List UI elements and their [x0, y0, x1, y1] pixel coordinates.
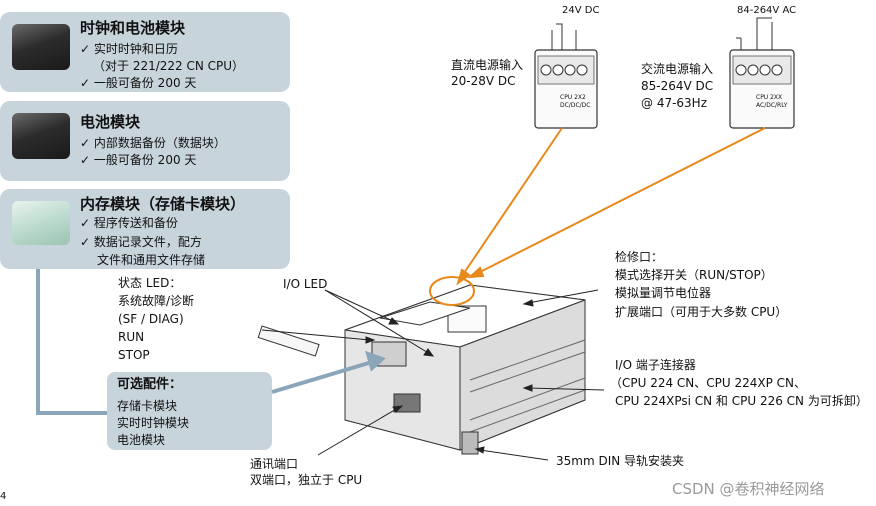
module-line: ✓ 一般可备份 200 天	[80, 153, 197, 167]
inspection-line: 模拟量调节电位器	[615, 286, 712, 300]
comm-port-line: 双端口，独立于 CPU	[250, 473, 363, 487]
status-led-line: RUN	[118, 330, 145, 344]
status-led-line: (SF / DIAG)	[118, 312, 184, 326]
ac-power-range: 85-264V DC	[641, 79, 714, 93]
module-line: 文件和通用文件存储	[97, 253, 206, 267]
status-led-title: 状态 LED：	[118, 276, 182, 290]
comm-port-title: 通讯端口	[250, 457, 299, 471]
ac-voltage-label: 84-264V AC	[737, 5, 797, 16]
io-connector-line: CPU 224XPsi CN 和 CPU 226 CN 为可拆卸）	[615, 394, 868, 408]
module-line: ✓ 程序传送和备份	[80, 216, 178, 230]
battery-module-image	[12, 113, 70, 159]
page-number: 4	[0, 491, 7, 502]
inspection-line: 扩展端口（可用于大多数 CPU）	[615, 305, 788, 319]
optional-line: 电池模块	[117, 433, 166, 447]
inspection-line: 模式选择开关（RUN/STOP）	[615, 268, 773, 282]
io-led-label: I/O LED	[283, 277, 328, 291]
ac-terminal-code: CPU 2XX AC/DC/RLY	[756, 94, 788, 109]
module-line: ✓ 一般可备份 200 天	[80, 76, 197, 90]
watermark: CSDN @卷积神经网络	[672, 480, 825, 498]
module-line: （对于 221/222 CN CPU）	[93, 59, 245, 73]
status-led-line: STOP	[118, 348, 150, 362]
clock-battery-module-image	[12, 24, 70, 70]
ac-terminal-block	[729, 17, 795, 129]
module-title: 电池模块	[80, 113, 141, 131]
dc-power-range: 20-28V DC	[451, 74, 516, 88]
optional-line: 实时时钟模块	[117, 416, 190, 430]
status-led-line: 系统故障/诊断	[118, 294, 195, 308]
memory-module-image	[12, 201, 70, 245]
dc-voltage-label: 24V DC	[562, 5, 600, 16]
optional-title: 可选配件：	[117, 377, 183, 392]
ac-power-freq: @ 47-63Hz	[641, 96, 708, 110]
io-connector-line: （CPU 224 CN、CPU 224XP CN、	[610, 376, 807, 390]
module-line: ✓ 内部数据备份（数据块）	[80, 136, 226, 150]
din-rail-label: 35mm DIN 导轨安装夹	[556, 454, 685, 468]
dc-power-label: 直流电源输入	[451, 58, 524, 72]
ac-power-label: 交流电源输入	[641, 62, 714, 76]
module-title: 时钟和电池模块	[80, 19, 186, 37]
module-line: ✓ 实时时钟和日历	[80, 42, 178, 56]
optional-accessories-panel	[107, 372, 272, 450]
optional-line: 存储卡模块	[117, 399, 178, 413]
plc-body	[257, 284, 586, 455]
dc-terminal-block	[534, 23, 598, 129]
io-connector-title: I/O 端子连接器	[615, 358, 696, 372]
module-title: 内存模块（存储卡模块）	[80, 195, 246, 213]
dc-terminal-code: CPU 2X2 DC/DC/DC	[560, 94, 591, 109]
inspection-title: 检修口：	[615, 250, 664, 264]
module-line: ✓ 数据记录文件，配方	[80, 235, 202, 249]
